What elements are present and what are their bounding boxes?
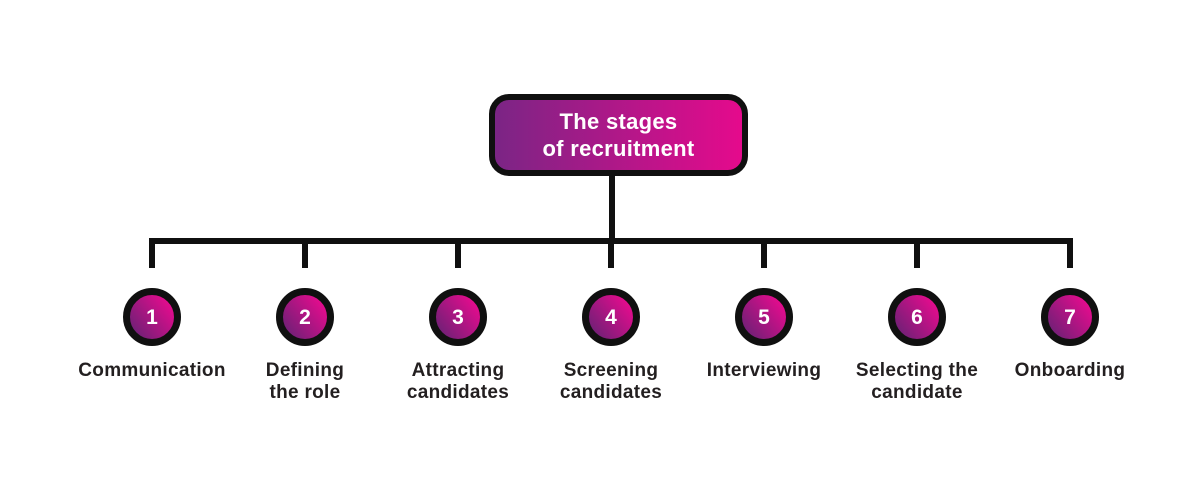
stage-circle: 6 — [888, 288, 946, 346]
stage-label: Onboarding — [1014, 360, 1126, 381]
stage-item-3: 3 Attracting candidates — [378, 238, 538, 404]
connector-drop-line — [1067, 238, 1073, 268]
stage-label: Screening candidates — [559, 360, 663, 403]
stage-item-7: 7 Onboarding — [990, 238, 1150, 382]
stage-number: 3 — [452, 305, 464, 329]
stage-item-4: 4 Screening candidates — [531, 238, 691, 404]
connector-drop-line — [761, 238, 767, 268]
stage-item-5: 5 Interviewing — [684, 238, 844, 382]
stage-label: Attracting candidates — [406, 360, 510, 403]
connector-trunk-line — [609, 174, 615, 240]
stage-circle: 5 — [735, 288, 793, 346]
connector-drop-line — [149, 238, 155, 268]
stage-number: 4 — [605, 305, 617, 329]
stage-number: 7 — [1064, 305, 1076, 329]
title-box: The stages of recruitment — [489, 94, 748, 176]
stage-circle: 7 — [1041, 288, 1099, 346]
stage-number: 2 — [299, 305, 311, 329]
stage-item-2: 2 Defining the role — [225, 238, 385, 404]
stage-item-1: 1 Communication — [72, 238, 232, 382]
stage-label: Defining the role — [265, 360, 345, 403]
connector-drop-line — [608, 238, 614, 268]
stage-number: 6 — [911, 305, 923, 329]
stage-circle: 2 — [276, 288, 334, 346]
diagram-title: The stages of recruitment — [542, 109, 695, 161]
stage-circle: 3 — [429, 288, 487, 346]
stage-item-6: 6 Selecting the candidate — [837, 238, 997, 404]
connector-drop-line — [455, 238, 461, 268]
connector-drop-line — [914, 238, 920, 268]
stage-circle: 1 — [123, 288, 181, 346]
connector-drop-line — [302, 238, 308, 268]
stage-number: 1 — [146, 305, 158, 329]
stage-circle: 4 — [582, 288, 640, 346]
stage-label: Selecting the candidate — [855, 360, 979, 403]
stage-label: Communication — [78, 360, 226, 381]
stage-number: 5 — [758, 305, 770, 329]
stage-label: Interviewing — [706, 360, 822, 381]
